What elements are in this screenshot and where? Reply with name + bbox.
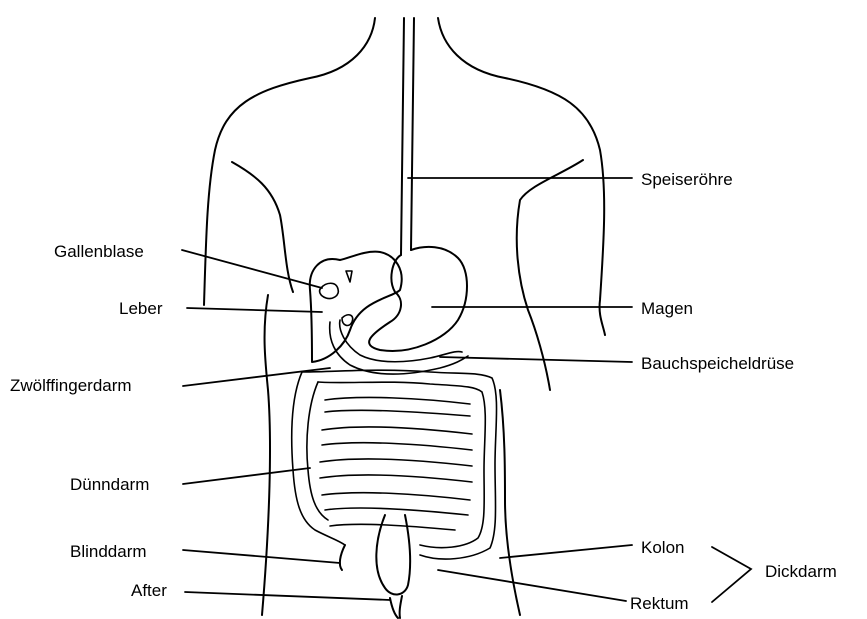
liver-shape <box>310 252 402 362</box>
label-speiseroehre: Speiseröhre <box>641 170 733 189</box>
label-leber: Leber <box>119 299 163 318</box>
gallbladder-shape <box>320 271 352 299</box>
label-blinddarm: Blinddarm <box>70 542 147 561</box>
label-dickdarm: Dickdarm <box>765 562 837 581</box>
leader-leber <box>187 308 322 312</box>
label-kolon: Kolon <box>641 538 684 557</box>
leader-gallenblase <box>182 250 322 288</box>
label-duenndarm: Dünndarm <box>70 475 149 494</box>
label-magen: Magen <box>641 299 693 318</box>
label-gallenblase: Gallenblase <box>54 242 144 261</box>
leader-blinddarm <box>183 550 340 563</box>
label-bauchspeicheldruese: Bauchspeicheldrüse <box>641 354 794 373</box>
label-zwoelffingerdarm: Zwölffingerdarm <box>10 376 132 395</box>
leader-kolon <box>500 545 632 558</box>
pancreas-duodenum-shape <box>330 315 468 374</box>
leader-zwoelffingerdarm <box>183 368 330 386</box>
leader-bauchspeicheldruese <box>440 357 632 362</box>
leader-duenndarm <box>183 468 310 484</box>
dickdarm-bracket <box>712 547 751 602</box>
leader-after <box>185 592 390 600</box>
small-intestine-shape <box>320 397 472 530</box>
label-rektum: Rektum <box>630 594 689 613</box>
leader-rektum <box>438 570 626 601</box>
label-after: After <box>131 581 167 600</box>
esophagus-shape <box>401 18 414 255</box>
rectum-shape <box>340 515 410 618</box>
